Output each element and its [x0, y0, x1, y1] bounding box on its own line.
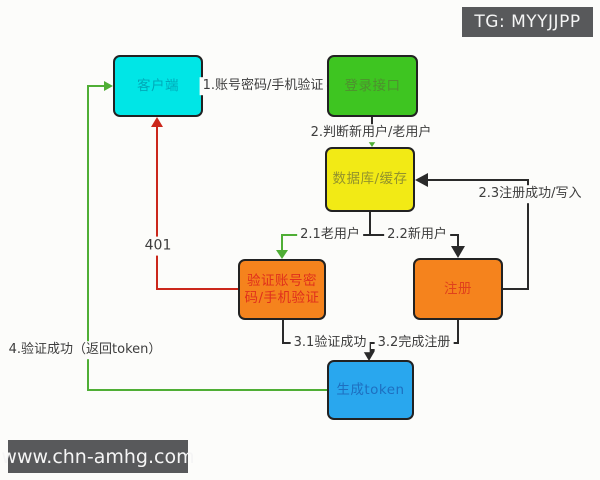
edge-token-arrowhead-icon — [362, 349, 376, 361]
tg-watermark-text: TG: MYYJJPP — [474, 12, 581, 32]
edge-step2-1-line — [282, 234, 304, 236]
tg-watermark-badge: TG: MYYJJPP — [462, 7, 593, 37]
node-client: 客户端 — [113, 55, 203, 117]
edge-step2-3-arrowhead-icon — [415, 173, 428, 187]
edge-step4-top-line — [87, 85, 105, 87]
node-login: 登录接口 — [327, 55, 418, 117]
edge-step2-2-arrowhead-icon — [451, 246, 465, 258]
edge-step3-2-label: 3.2完成注册 — [374, 334, 454, 352]
edge-branch-horizontal-line — [302, 234, 458, 236]
edge-step4-label: 4.验证成功（返回token） — [5, 341, 165, 359]
edge-step2-1-arrowhead-icon — [276, 250, 288, 259]
edge-step2-2-drop-line — [457, 234, 459, 247]
edge-step4-bottom-line — [87, 389, 327, 391]
edge-step3-1-drop-line — [282, 320, 284, 344]
edge-step2-3-label: 2.3注册成功/写入 — [475, 185, 585, 203]
edge-step2-1-label: 2.1老用户 — [297, 226, 363, 244]
site-watermark-badge: www.chn-amhg.com — [1, 440, 195, 473]
node-register: 注册 — [413, 258, 503, 320]
edge-401-vertical-line — [156, 126, 158, 290]
node-db-label: 数据库/缓存 — [332, 171, 408, 188]
node-register-label: 注册 — [444, 280, 472, 297]
edge-token-stub-line — [369, 342, 371, 350]
edge-401-label: 401 — [141, 236, 175, 256]
edge-401-horizontal-line — [156, 288, 238, 290]
edge-step2-arrowhead-icon — [366, 138, 378, 147]
edge-step2-2-label: 2.2新用户 — [384, 226, 450, 244]
edge-step4-vertical-line — [87, 86, 89, 391]
edge-branch-stem-line — [369, 212, 371, 236]
node-db: 数据库/缓存 — [325, 147, 415, 212]
edge-step2-3-top-line — [428, 179, 529, 181]
edge-step2-label: 2.判断新用户/老用户 — [307, 124, 435, 142]
edge-step3-1-label: 3.1验证成功 — [290, 334, 370, 352]
edge-401-arrowhead-icon — [151, 117, 163, 127]
edge-step3-2-drop-line — [457, 320, 459, 344]
node-client-label: 客户端 — [137, 77, 179, 94]
node-token: 生成token — [327, 360, 414, 420]
site-watermark-text: www.chn-amhg.com — [1, 445, 195, 468]
node-verify: 验证账号密码/手机验证 — [238, 259, 326, 320]
edge-step4-arrowhead-icon — [104, 81, 113, 91]
node-login-label: 登录接口 — [344, 77, 401, 94]
edge-step1-label: 1.账号密码/手机验证 — [199, 77, 327, 95]
node-verify-label: 验证账号密码/手机验证 — [244, 272, 320, 306]
edge-step2-3-out-line — [503, 288, 529, 290]
node-token-label: 生成token — [336, 381, 405, 398]
edge-step2-1-drop-line — [281, 234, 283, 251]
edge-step2-3-vertical-line — [527, 180, 529, 290]
